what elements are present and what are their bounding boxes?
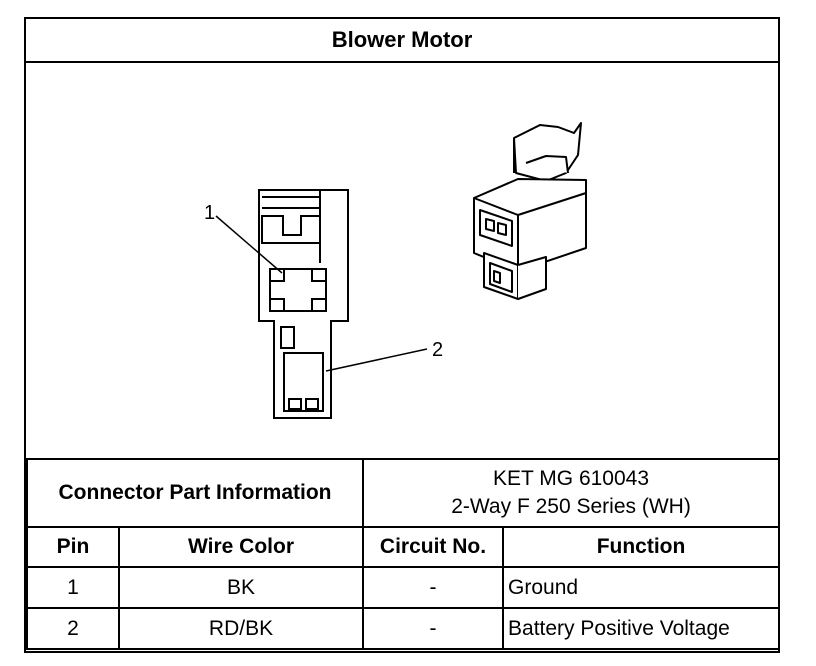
circuit-cell: - [362,607,505,650]
pin-cell: 1 [26,566,120,609]
connector-series: 2-Way F 250 Series (WH) [451,495,691,518]
connector-face-view [258,189,349,419]
pin-table: Connector Part Information KET MG 610043… [25,458,781,650]
pin2-leader [325,348,428,372]
connector-isometric-view [473,122,587,300]
header-pin: Pin [26,526,120,568]
diagram-title: Blower Motor [26,19,778,63]
pin1-leader [215,215,283,274]
table-row: 1 BK - Ground [26,566,781,609]
pin-cell: 2 [26,607,120,650]
connector-part-number: KET MG 610043 [492,467,650,490]
pin2-callout: 2 [432,339,443,361]
connector-info-label: Connector Part Information [25,458,365,528]
connector-info-row: Connector Part Information KET MG 610043… [25,458,781,528]
table-row: 2 RD/BK - Battery Positive Voltage [26,607,781,650]
pin1-callout: 1 [204,202,215,224]
header-function: Function [502,526,781,568]
function-cell: Ground [502,566,781,609]
connector-info-value: KET MG 610043 2-Way F 250 Series (WH) [362,458,781,528]
header-circuit: Circuit No. [362,526,505,568]
circuit-cell: - [362,566,505,609]
wire-color-cell: RD/BK [117,607,365,650]
function-cell: Battery Positive Voltage [502,607,781,650]
connector-diagram-frame: Blower Motor 1 2 [24,17,781,653]
header-wire-color: Wire Color [117,526,365,568]
table-header-row: Pin Wire Color Circuit No. Function [26,526,781,568]
connector-drawing: 1 2 [204,122,587,419]
wire-color-cell: BK [117,566,365,609]
